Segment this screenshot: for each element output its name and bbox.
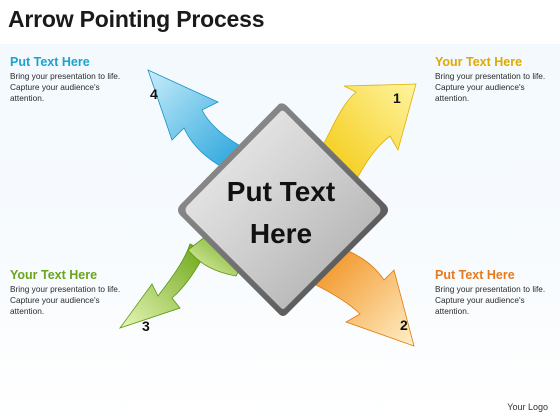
arrow-shape: [313, 245, 415, 347]
logo-text: Your Logo: [507, 402, 548, 412]
text-block-heading: Put Text Here: [10, 55, 90, 69]
text-block-bottom-left: Your Text Here Bring your presentation t…: [10, 268, 150, 317]
body-line: attention.: [10, 306, 45, 316]
center-text-line2: Here: [250, 218, 312, 249]
arrow-number: 4: [150, 86, 158, 102]
text-block-top-right: Your Text Here Bring your presentation t…: [435, 55, 560, 104]
arrow-number: 3: [142, 318, 150, 334]
arrow-number: 1: [393, 90, 401, 106]
body-line: attention.: [435, 93, 470, 103]
text-block-bottom-right: Put Text Here Bring your presentation to…: [435, 268, 560, 317]
body-line: Capture your audience's: [435, 295, 525, 305]
center-text-line1: Put Text: [227, 176, 335, 207]
arrow-4-top-left: 4: [147, 69, 249, 173]
arrow-shape: [147, 69, 249, 173]
text-block-body: Bring your presentation to life. Capture…: [10, 71, 150, 104]
body-line: Bring your presentation to life.: [435, 71, 546, 81]
body-line: Bring your presentation to life.: [435, 284, 546, 294]
text-block-heading: Put Text Here: [435, 268, 515, 282]
arrow-3-bottom-left: 3: [118, 235, 245, 334]
body-line: Capture your audience's: [10, 82, 100, 92]
body-line: Bring your presentation to life.: [10, 284, 121, 294]
body-line: attention.: [10, 93, 45, 103]
text-block-heading: Your Text Here: [435, 55, 523, 69]
arrow-number: 2: [400, 317, 408, 333]
slide-title: Arrow Pointing Process: [8, 6, 265, 32]
arrow-2-bottom-right: 2: [313, 245, 415, 347]
text-block-body: Bring your presentation to life. Capture…: [10, 284, 150, 317]
center-diamond: Put Text Here: [178, 103, 388, 316]
body-line: Capture your audience's: [10, 295, 100, 305]
text-block-top-left: Put Text Here Bring your presentation to…: [10, 55, 150, 104]
body-line: attention.: [435, 306, 470, 316]
text-block-body: Bring your presentation to life. Capture…: [435, 284, 560, 317]
diamond-face: [185, 110, 381, 310]
arrow-shape: [118, 243, 207, 329]
body-line: Bring your presentation to life.: [10, 71, 121, 81]
text-block-body: Bring your presentation to life. Capture…: [435, 71, 560, 104]
text-block-heading: Your Text Here: [10, 268, 98, 282]
body-line: Capture your audience's: [435, 82, 525, 92]
